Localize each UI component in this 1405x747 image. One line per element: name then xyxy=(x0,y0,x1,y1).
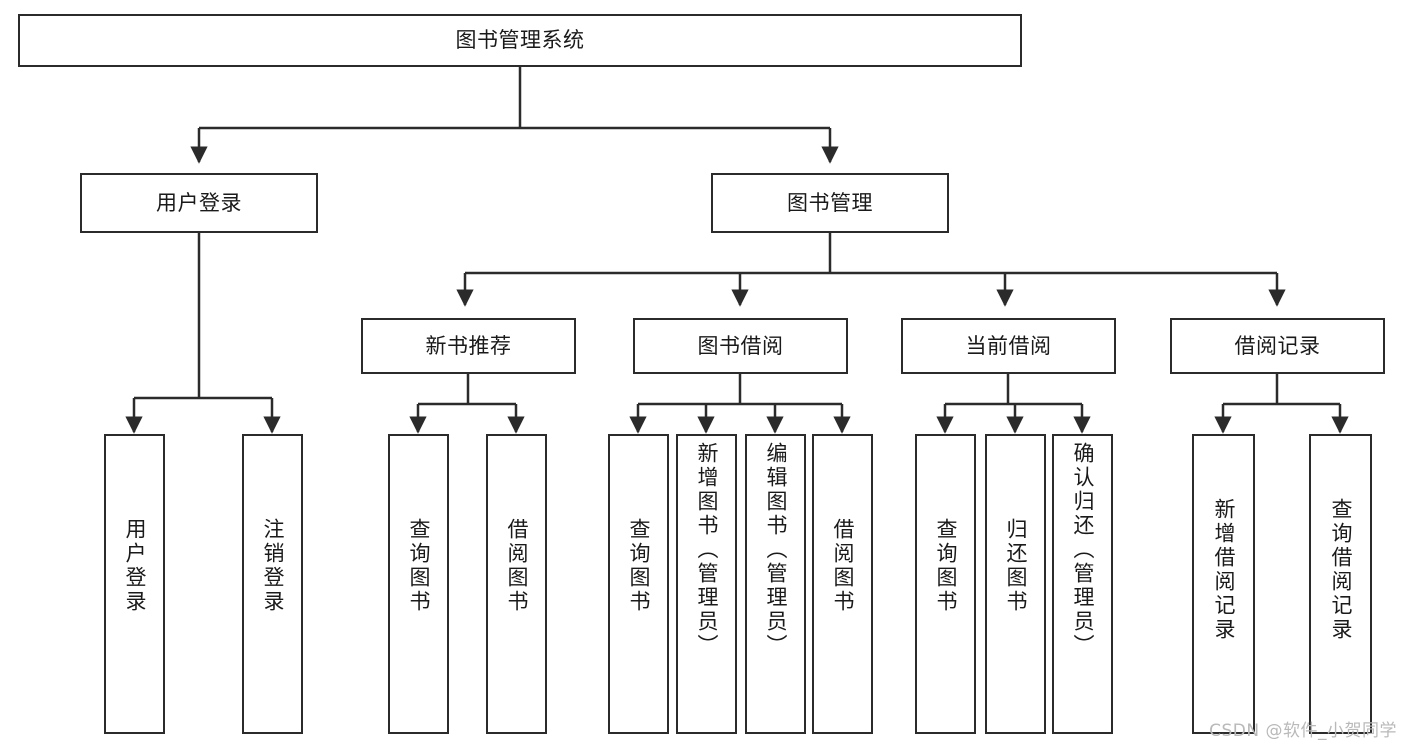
leaf-borrow-borrow-book-label: 借阅图书 xyxy=(831,518,855,614)
leaf-borrow-query-book-label: 查询图书 xyxy=(627,518,651,614)
leaf-borrow-edit-book-label: 编辑图书（管理员） xyxy=(764,442,788,658)
node-user-login[interactable]: 用户登录 xyxy=(80,173,318,233)
leaf-current-return-book-label: 归还图书 xyxy=(1004,518,1028,614)
node-book-management[interactable]: 图书管理 xyxy=(711,173,949,233)
watermark-text: CSDN @软件_小贺同学 xyxy=(1209,721,1397,741)
node-borrow-record-label: 借阅记录 xyxy=(1234,333,1321,358)
leaf-current-return-book[interactable]: 归还图书 xyxy=(985,434,1046,734)
leaf-current-confirm-return-label: 确认归还（管理员） xyxy=(1071,442,1095,658)
node-root[interactable]: 图书管理系统 xyxy=(18,14,1022,67)
leaf-borrow-borrow-book[interactable]: 借阅图书 xyxy=(812,434,873,734)
leaf-record-query-label: 查询借阅记录 xyxy=(1329,498,1353,642)
node-current-borrow[interactable]: 当前借阅 xyxy=(901,318,1116,374)
leaf-user-login-logout[interactable]: 注销登录 xyxy=(242,434,303,734)
leaf-current-confirm-return[interactable]: 确认归还（管理员） xyxy=(1052,434,1113,734)
leaf-new-book-borrow-label: 借阅图书 xyxy=(505,518,529,614)
leaf-borrow-query-book[interactable]: 查询图书 xyxy=(608,434,669,734)
node-user-login-label: 用户登录 xyxy=(156,190,242,215)
node-book-management-label: 图书管理 xyxy=(787,190,873,215)
node-book-borrow-label: 图书借阅 xyxy=(697,333,784,358)
leaf-user-login-logout-label: 注销登录 xyxy=(261,518,285,614)
node-new-book-recommend-label: 新书推荐 xyxy=(425,333,512,358)
node-new-book-recommend[interactable]: 新书推荐 xyxy=(361,318,576,374)
leaf-borrow-add-book[interactable]: 新增图书（管理员） xyxy=(676,434,737,734)
leaf-user-login-login-label: 用户登录 xyxy=(123,518,147,614)
leaf-current-query-book[interactable]: 查询图书 xyxy=(915,434,976,734)
leaf-new-book-query-label: 查询图书 xyxy=(407,518,431,614)
leaf-new-book-borrow[interactable]: 借阅图书 xyxy=(486,434,547,734)
leaf-borrow-add-book-label: 新增图书（管理员） xyxy=(695,442,719,658)
leaf-borrow-edit-book[interactable]: 编辑图书（管理员） xyxy=(745,434,806,734)
node-borrow-record[interactable]: 借阅记录 xyxy=(1170,318,1385,374)
node-current-borrow-label: 当前借阅 xyxy=(965,333,1052,358)
leaf-new-book-query[interactable]: 查询图书 xyxy=(388,434,449,734)
node-root-label: 图书管理系统 xyxy=(455,28,585,53)
leaf-user-login-login[interactable]: 用户登录 xyxy=(104,434,165,734)
node-book-borrow[interactable]: 图书借阅 xyxy=(633,318,848,374)
leaf-record-add[interactable]: 新增借阅记录 xyxy=(1192,434,1255,734)
leaf-record-add-label: 新增借阅记录 xyxy=(1212,498,1236,642)
leaf-record-query[interactable]: 查询借阅记录 xyxy=(1309,434,1372,734)
leaf-current-query-book-label: 查询图书 xyxy=(934,518,958,614)
